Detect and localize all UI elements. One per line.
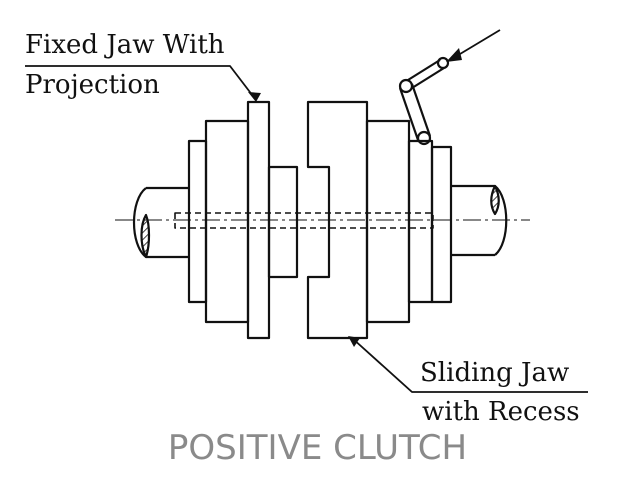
fixed-jaw — [187, 100, 299, 340]
sliding-jaw-label-line2: with Recess — [422, 397, 580, 427]
shaft-left — [132, 186, 190, 259]
arrow-head-lever — [446, 48, 462, 62]
fixed-jaw-label-line2: Projection — [25, 70, 160, 100]
sliding-jaw — [306, 100, 453, 340]
arrow-head-sliding — [348, 336, 360, 347]
key-dashed — [115, 212, 530, 229]
shift-lever — [398, 56, 450, 146]
shaft-right — [452, 184, 508, 257]
arrow-head-fixed — [248, 92, 261, 102]
fixed-jaw-label-line1: Fixed Jaw With — [25, 30, 225, 60]
leader-lines — [25, 29, 588, 393]
figure-caption: POSITIVE CLUTCH — [167, 428, 468, 468]
sliding-jaw-label-line1: Sliding Jaw — [420, 358, 570, 388]
